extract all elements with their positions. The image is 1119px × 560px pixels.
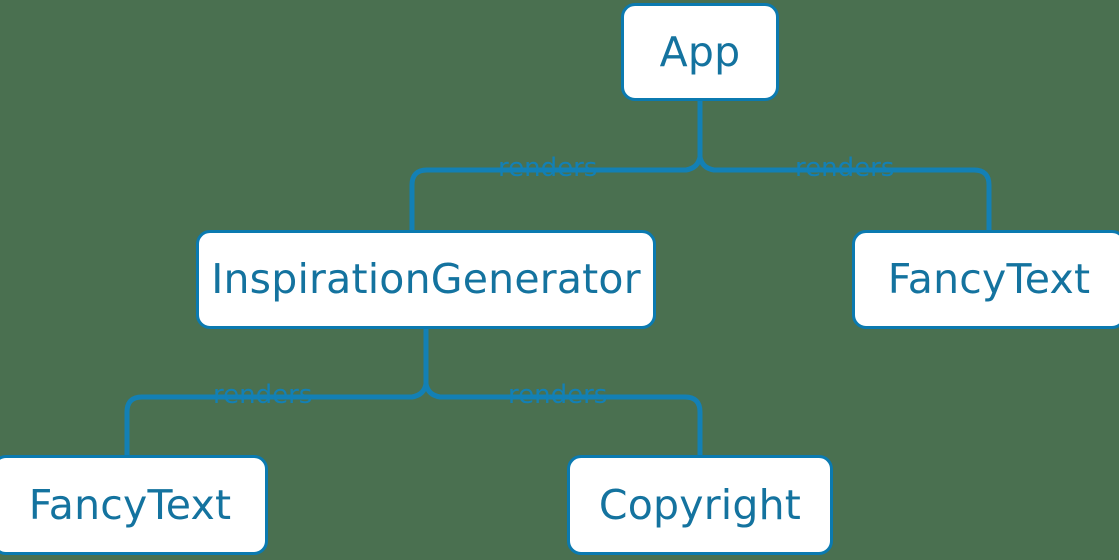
node-inspirationgenerator[interactable]: InspirationGenerator xyxy=(196,230,656,329)
node-inspirationgenerator-label: InspirationGenerator xyxy=(211,255,641,303)
edge-label-app-to-inspirationgenerator: renders xyxy=(498,153,598,183)
node-app[interactable]: App xyxy=(621,3,779,101)
node-fancytext-bottom[interactable]: FancyText xyxy=(0,455,268,555)
node-fancytext-bottom-label: FancyText xyxy=(28,480,232,529)
edge-label-inspirationgenerator-to-copyright: renders xyxy=(508,380,608,410)
node-fancytext-right[interactable]: FancyText xyxy=(852,230,1119,329)
node-app-label: App xyxy=(659,27,741,76)
node-copyright-label: Copyright xyxy=(598,480,802,529)
edge-label-inspirationgenerator-to-fancytext-bottom: renders xyxy=(213,380,313,410)
node-fancytext-right-label: FancyText xyxy=(887,255,1091,303)
node-copyright[interactable]: Copyright xyxy=(567,455,833,555)
edge-label-app-to-fancytext-right: renders xyxy=(795,153,895,183)
